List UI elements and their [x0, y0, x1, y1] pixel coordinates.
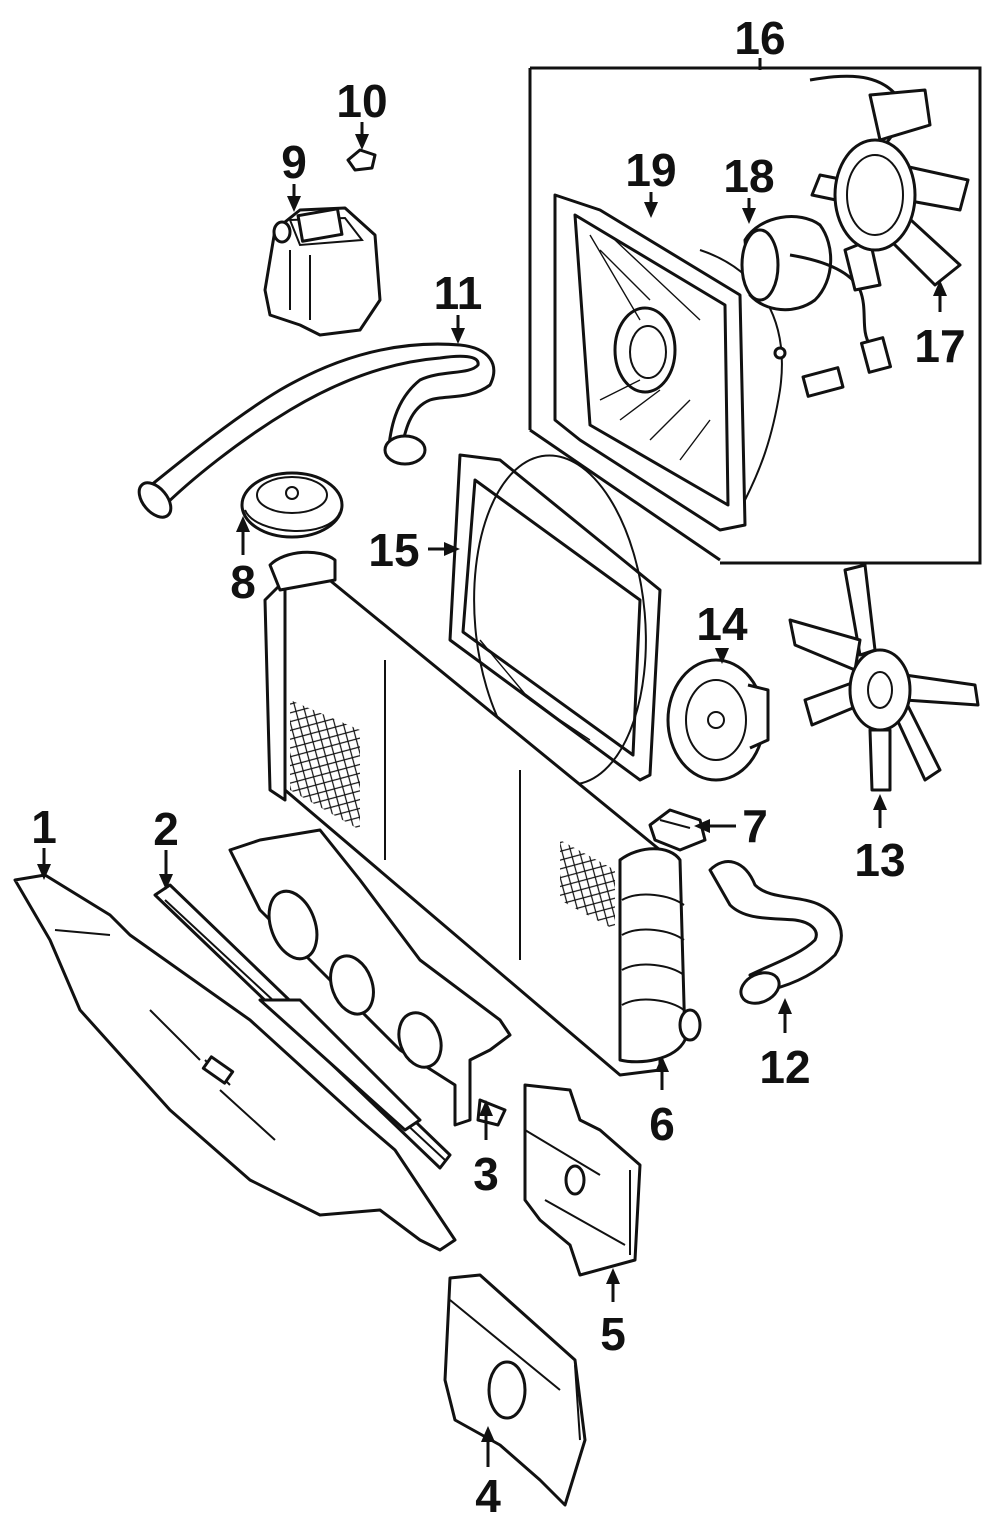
callout-15: 15 [368, 524, 419, 576]
callout-7: 7 [742, 800, 768, 852]
electric-fan-shroud [553, 193, 783, 532]
radiator-seal [153, 883, 452, 1170]
callout-17: 17 [914, 320, 965, 372]
callout-14: 14 [696, 598, 748, 650]
callout-4: 4 [475, 1470, 501, 1519]
callout-9: 9 [281, 136, 307, 188]
fan-clutch [666, 658, 770, 782]
callout-13: 13 [854, 834, 905, 886]
radiator-support [228, 828, 512, 1127]
electric-fan-blade [809, 74, 970, 292]
lower-radiator-hose [708, 860, 843, 1005]
fan-motor [740, 215, 893, 398]
callout-labels: 1 2 3 4 5 6 7 8 9 10 11 12 13 14 15 16 1… [31, 12, 965, 1519]
radiator-mount-bushing [648, 808, 707, 852]
callout-11: 11 [434, 267, 483, 319]
lower-side-baffle [443, 1273, 587, 1507]
callout-12: 12 [759, 1041, 810, 1093]
callout-8: 8 [230, 556, 256, 608]
electric-fan-assembly-box [528, 58, 982, 565]
callout-3: 3 [473, 1148, 499, 1200]
upper-radiator-hose [137, 342, 496, 519]
mechanical-fan-blade [788, 563, 980, 792]
side-baffle [523, 1083, 642, 1277]
callout-16: 16 [734, 12, 785, 64]
callout-10: 10 [336, 75, 387, 127]
lower-air-deflector [13, 873, 457, 1252]
coolant-reservoir [263, 206, 382, 337]
callout-5: 5 [600, 1308, 626, 1360]
radiator-cap [240, 471, 344, 539]
leader-lines [37, 122, 947, 1467]
callout-6: 6 [649, 1098, 675, 1150]
callout-2: 2 [153, 803, 179, 855]
radiator [263, 550, 702, 1077]
reservoir-cap-clip [346, 148, 377, 172]
callout-1: 1 [31, 801, 57, 853]
callout-19: 19 [625, 144, 676, 196]
callout-18: 18 [723, 150, 774, 202]
